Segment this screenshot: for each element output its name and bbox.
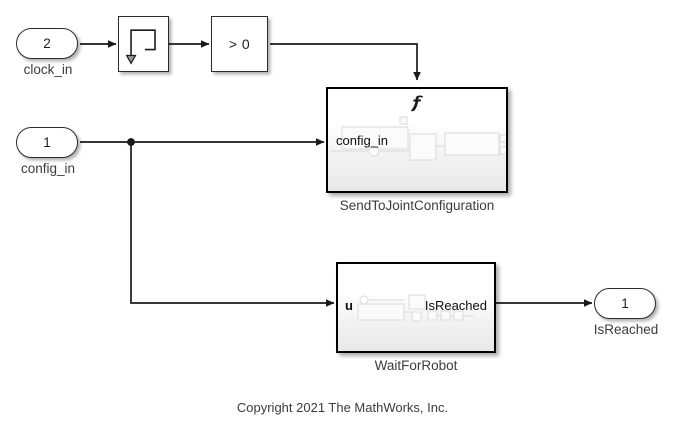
subsystem-send-to-joint-configuration-caption: SendToJointConfiguration <box>339 198 495 213</box>
subsystem-input-label-u: u <box>345 298 353 313</box>
inport-clock-in-number: 2 <box>43 36 51 51</box>
copyright-annotation: Copyright 2021 The MathWorks, Inc. <box>236 400 449 415</box>
inport-clock-in-label: clock_in <box>23 62 73 77</box>
subsystem-send-to-joint-configuration[interactable]: config_in <box>326 87 508 193</box>
block-falling-edge-detector[interactable] <box>118 16 169 72</box>
inport-clock-in[interactable]: 2 <box>16 28 78 59</box>
subsystem-output-label-is-reached: IsReached <box>424 298 487 313</box>
outport-is-reached-label: IsReached <box>593 322 659 337</box>
subsystem-wait-for-robot-caption: WaitForRobot <box>374 358 458 373</box>
falling-edge-detector-icon <box>125 29 156 65</box>
subsystem-input-label-config-in: config_in <box>336 133 389 148</box>
subsystem-wait-for-robot[interactable]: u IsReached <box>336 262 496 353</box>
wire-configin-branch-to-waitforrobot <box>130 142 335 307</box>
outport-is-reached-number: 1 <box>621 296 629 311</box>
signal-branch-junction <box>127 138 135 146</box>
compare-to-zero-label: > 0 <box>228 36 251 52</box>
function-call-trigger-icon <box>410 95 424 112</box>
inport-config-in[interactable]: 1 <box>16 127 78 158</box>
subsystem-inner-preview-ghost <box>330 116 506 161</box>
wire-compare-to-trigger <box>270 43 421 81</box>
inport-config-in-label: config_in <box>20 161 76 176</box>
outport-is-reached[interactable]: 1 <box>594 288 656 319</box>
block-compare-to-zero[interactable]: > 0 <box>211 16 268 72</box>
inport-config-in-number: 1 <box>43 135 51 150</box>
wait-for-robot-inner-preview-ghost <box>357 294 474 322</box>
